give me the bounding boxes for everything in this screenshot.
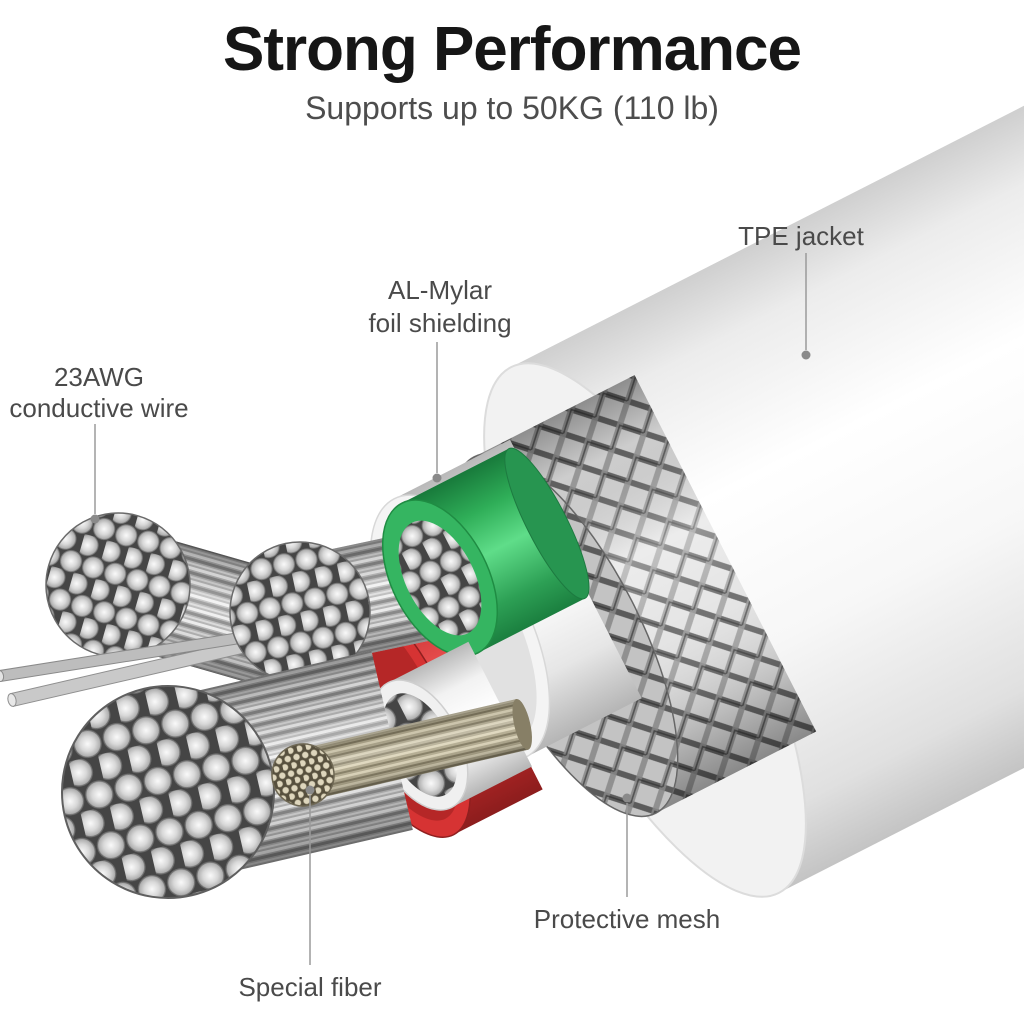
special-fiber-anchor-dot — [305, 785, 315, 795]
callout-al-mylar-line1: AL-Mylar — [387, 275, 492, 305]
page-title: Strong Performance — [222, 15, 802, 84]
conductive-wire-anchor-dot — [90, 514, 100, 524]
callout-conductive-wire-line1: 23AWG — [53, 362, 145, 392]
protective-mesh-anchor-dot — [622, 793, 632, 803]
callout-tpe-jacket: TPE jacket — [651, 220, 951, 253]
leader-anchor-dots — [90, 350, 811, 803]
callout-conductive-wire-line2: conductive wire — [9, 393, 189, 423]
tpe-jacket-anchor-dot — [801, 350, 811, 360]
al-mylar-anchor-dot — [432, 473, 442, 483]
callout-al-mylar: AL-Mylar foil shielding — [290, 274, 590, 340]
callout-special-fiber-label: Special fiber — [238, 972, 382, 1002]
leader-lines — [94, 253, 807, 965]
green-insulated-wire — [381, 447, 590, 657]
callout-tpe-jacket-label: TPE jacket — [738, 221, 864, 251]
callout-protective-mesh: Protective mesh — [477, 903, 777, 936]
page-subtitle: Supports up to 50KG (110 lb) — [305, 90, 719, 126]
callout-protective-mesh-label: Protective mesh — [533, 904, 721, 934]
special-fiber-bundle — [271, 698, 532, 807]
callout-special-fiber: Special fiber — [160, 971, 460, 1004]
callout-conductive-wire: 23AWG conductive wire — [0, 362, 202, 424]
callout-al-mylar-line2: foil shielding — [368, 308, 512, 338]
